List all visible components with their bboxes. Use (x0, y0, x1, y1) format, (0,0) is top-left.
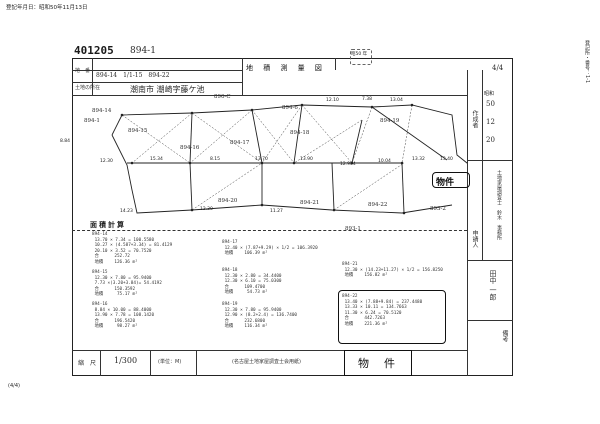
calc-block-894-21: 894-21 12.30 × (14.23+11.27) × 1/2 = 156… (342, 262, 443, 279)
dimension-label: 7.38 (362, 97, 373, 102)
stamp-box (350, 49, 372, 65)
scale-label: 縮 尺 (78, 360, 97, 367)
row-divider (72, 95, 467, 96)
location-label: 土地の所在 (75, 85, 101, 91)
calc-block-894-19: 894-19 12.30 × 7.80 = 95.9400 12.90 × (8… (222, 302, 298, 330)
print-date: 登記年月日：昭和50年11月13日 (6, 5, 88, 11)
dimension-label: 14.23 (120, 209, 133, 214)
right-year: 50 (486, 100, 495, 108)
calc-block-894-16: 894-16 8.84 × 10.00 = 88.4000 13.90 × 7.… (92, 302, 155, 330)
right-vertical-office: 土地家屋調査士 鈴木 事務所 (496, 170, 502, 240)
right-day: 20 (486, 136, 495, 144)
dimension-label: 12.904 (340, 162, 356, 167)
parcel-tag: 894-16 (180, 145, 200, 151)
dimension-label: 12.30 (200, 207, 213, 212)
doc-number: 401205 (74, 44, 114, 57)
calc-block-894-14: 894-14 13.70 × 7.34 = 100.5580 10.27 × (… (92, 232, 173, 265)
parcel-tag: 896-C (214, 94, 231, 100)
property-box (344, 350, 412, 376)
lot-label: 地 番 (75, 68, 91, 74)
calc-block-894-15: 894-15 12.30 × 7.80 = 95.9400 7.73 ×(3.2… (92, 270, 162, 298)
page-fraction: 4/4 (492, 64, 504, 72)
dimension-label: 15.34 (150, 157, 163, 162)
parcel-tag: 894-22 (368, 202, 388, 208)
right-row-divider (467, 160, 513, 161)
dimension-label: 10.04 (378, 159, 391, 164)
unit-note: (単位：M) (158, 359, 182, 365)
right-col-divider (467, 70, 468, 376)
bottom-page: (4/4) (8, 383, 20, 389)
dimension-label: 8.15 (210, 157, 221, 162)
lot-handwritten: 894-1 (130, 46, 156, 56)
parcel-tag: 894-18 (290, 130, 310, 136)
location-value: 潮南市 潮崎字藤ケ池 (130, 85, 205, 94)
parcel-tag: 894-21 (300, 200, 320, 206)
dimension-label: 13.90 (300, 157, 313, 162)
parcel-tag: 894-19 (380, 118, 400, 124)
dimension-label: 8.84 (60, 139, 71, 144)
bottom-col-divider (196, 350, 197, 376)
calc-block-894-17: 894-17 12.40 × (7.87+9.29) × 1/2 = 106.3… (222, 240, 318, 257)
parcel-tag: 894-6 (282, 105, 298, 111)
right-label-applicant: 申請人 (471, 230, 478, 248)
col-divider (335, 58, 336, 70)
survey-form-frame (72, 58, 513, 376)
calc-block-894-22: 894-22 13.40 × (7.88+9.84) = 237.4480 13… (342, 294, 423, 327)
section-divider (72, 230, 467, 231)
dimension-label: 13.04 (390, 98, 403, 103)
right-row-divider (467, 260, 513, 261)
property-box-label: 物 件 (358, 357, 397, 370)
stamp-text: 昭50 年 (351, 52, 368, 57)
highlight-box-894-22 (338, 290, 446, 344)
parcel-tag: 893-1 (345, 226, 361, 232)
parcel-tag: 894-20 (218, 198, 238, 204)
right-col-divider (482, 70, 483, 260)
col-divider (92, 58, 93, 95)
dimension-label: 13.70 (255, 157, 268, 162)
bottom-col-divider (150, 350, 151, 376)
row-divider (72, 70, 242, 71)
parcel-tag: 893-2 (430, 206, 446, 212)
property-tag-box (432, 172, 470, 188)
right-month: 12 (486, 118, 495, 126)
bottom-col-divider (100, 350, 101, 376)
dimension-label: 13.32 (412, 157, 425, 162)
property-tag-label: 物件 (436, 178, 455, 188)
row-divider (72, 82, 242, 83)
parcel-tag: 894-14 (92, 108, 112, 114)
lot-value: 894-14 1/1-15 894-22 (96, 72, 170, 79)
right-row-divider (467, 320, 513, 321)
dimension-label: 13.40 (440, 157, 453, 162)
dimension-label: 12.10 (326, 98, 339, 103)
parcel-tag: 894-1 (84, 118, 100, 124)
right-era: 昭和 (484, 91, 495, 97)
parcel-tag: 894-15 (128, 128, 148, 134)
dimension-label: 11.27 (270, 209, 283, 214)
scale-value: 1/300 (114, 356, 138, 365)
dimension-label: 12.30 (100, 159, 113, 164)
right-label-creator: 作成者 (471, 110, 478, 128)
right-label-remarks: 備考 (501, 330, 508, 342)
parcel-tag: 894-17 (230, 140, 250, 146)
association-note: (名古屋土地家屋調査士会用紙) (232, 359, 301, 365)
calc-section-title: 面積計算 (90, 221, 126, 229)
col-divider (242, 58, 243, 95)
right-person-name: 田中 一郎 (489, 270, 497, 301)
plot-drawing (111, 103, 467, 215)
form-title: 地 積 測 量 図 (246, 64, 326, 72)
right-margin-vertical: 登記所・番号：1-1 (584, 40, 590, 84)
bottom-row-divider (72, 350, 467, 351)
calc-block-894-18: 894-18 12.30 × 2.80 = 34.4400 12.30 × 6.… (222, 268, 282, 296)
